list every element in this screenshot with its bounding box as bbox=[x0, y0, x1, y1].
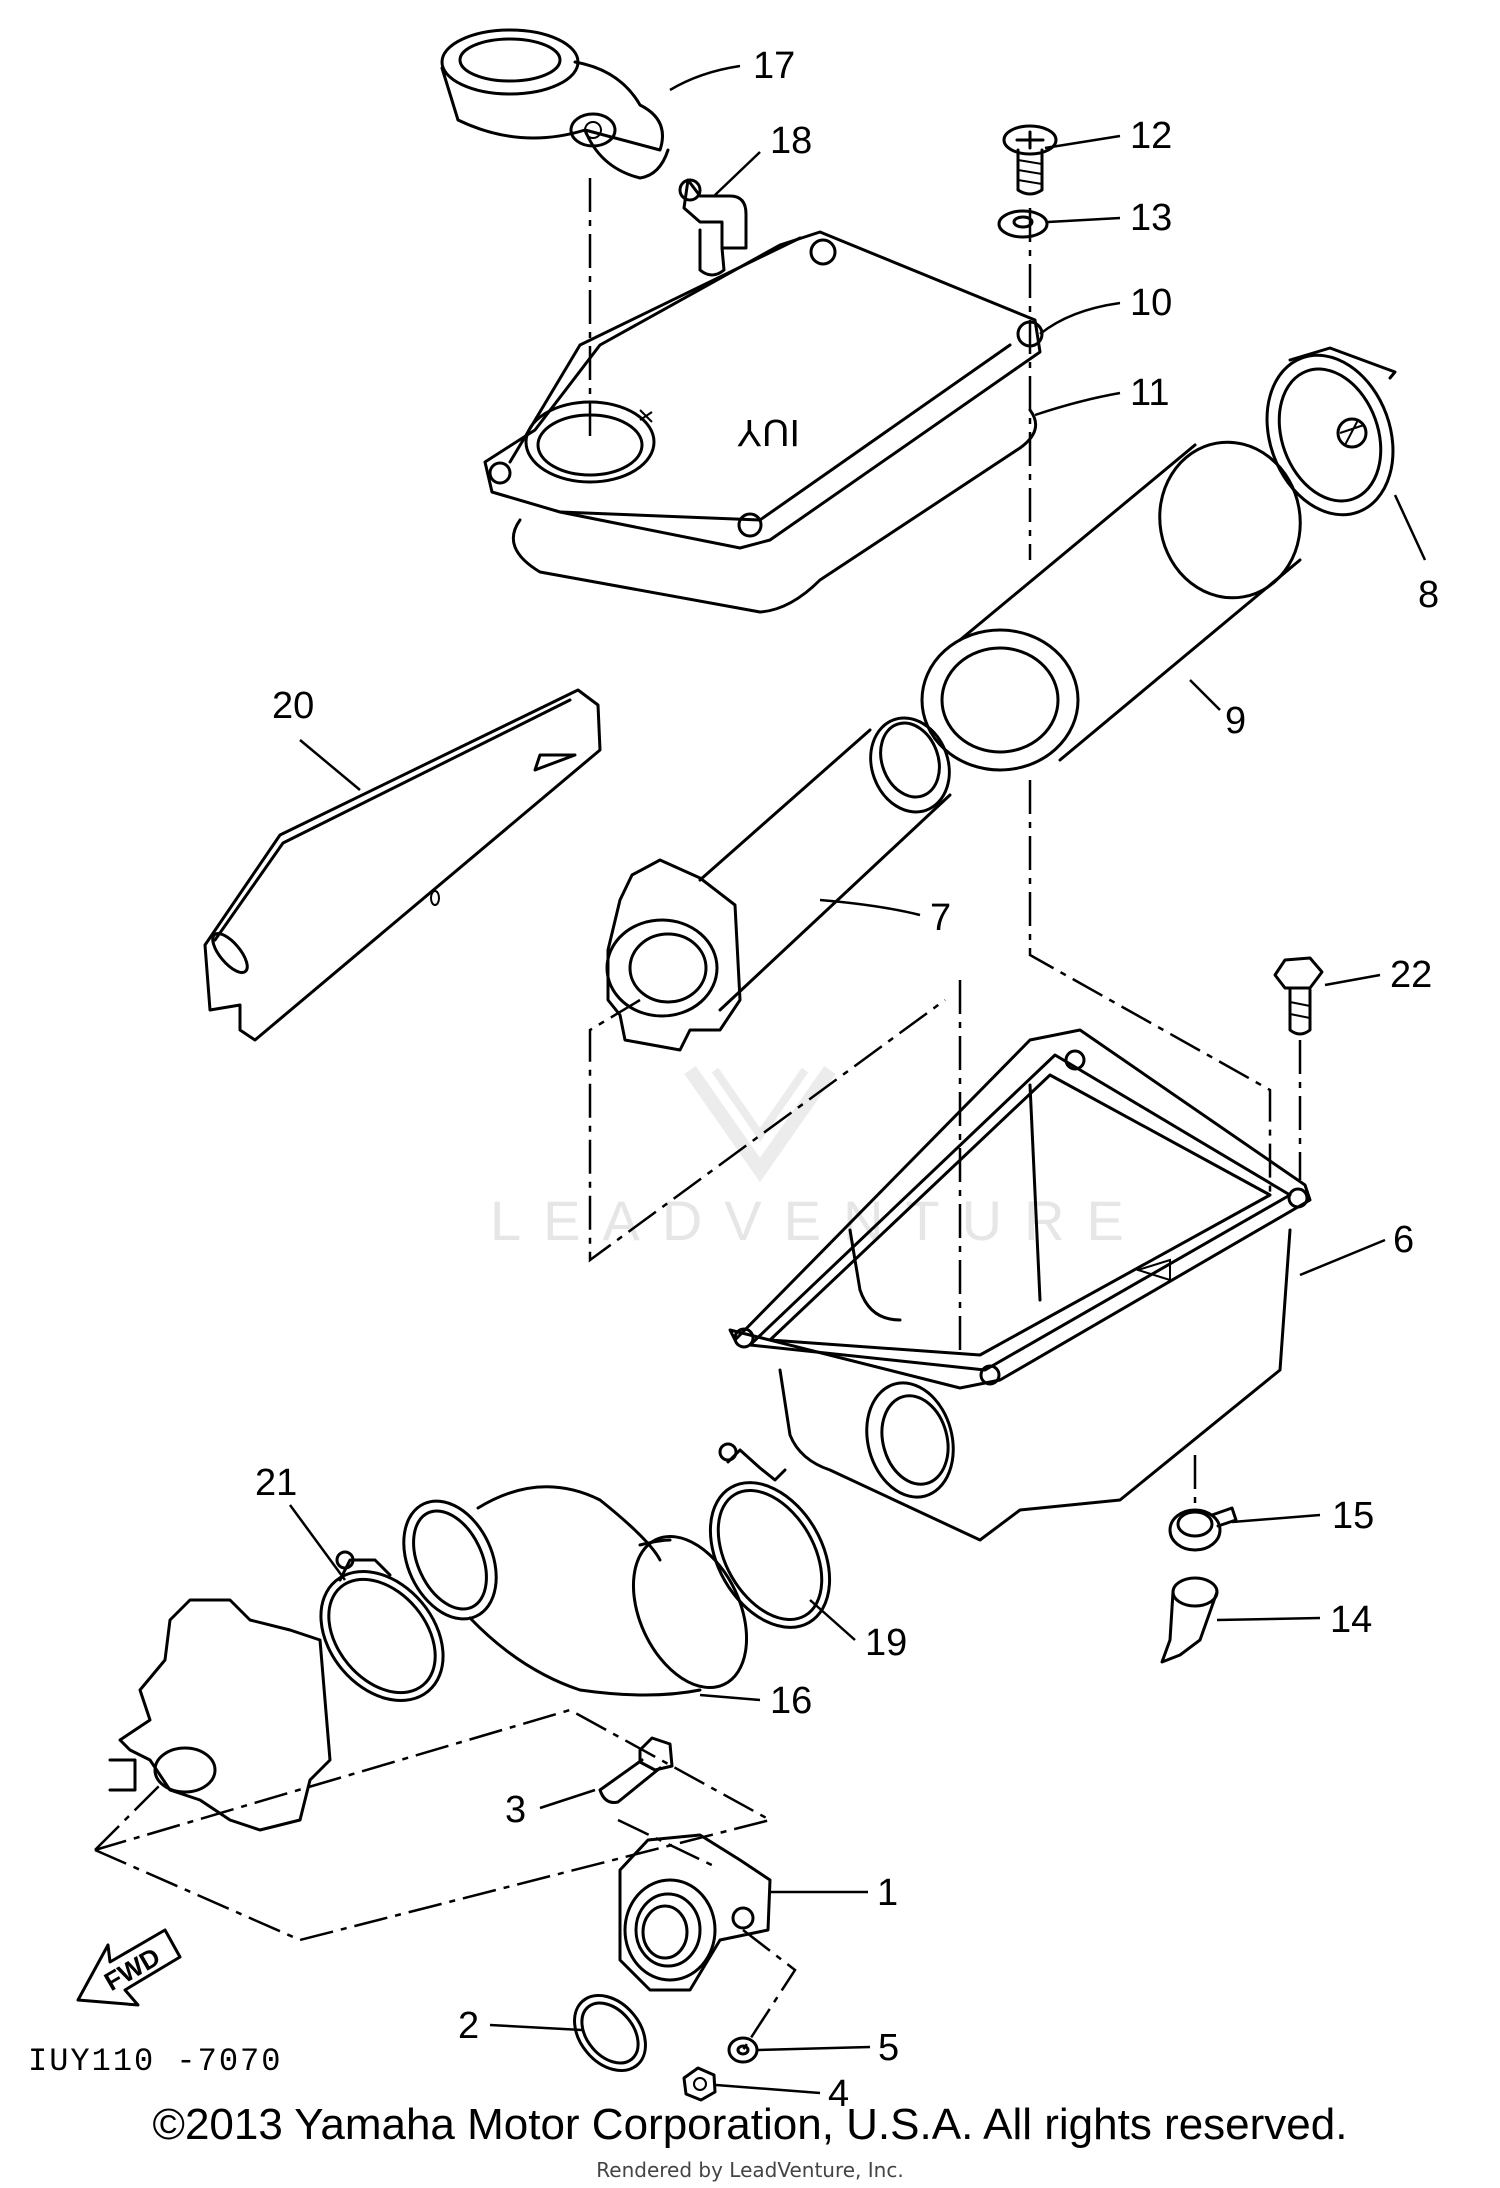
copyright-notice: ©2013 Yamaha Motor Corporation, U.S.A. A… bbox=[152, 2100, 1348, 2149]
callout-14: 14 bbox=[1330, 1599, 1372, 1641]
callout-8: 8 bbox=[1418, 574, 1439, 616]
part-12-screw bbox=[1002, 124, 1058, 196]
callout-5: 5 bbox=[878, 2027, 899, 2069]
part-20-side-panel bbox=[203, 688, 602, 1042]
part-18-elbow-fitting bbox=[678, 178, 748, 277]
part-22-bolt bbox=[1273, 956, 1324, 1036]
callout-6: 6 bbox=[1393, 1219, 1414, 1261]
part-2-o-ring bbox=[573, 1993, 647, 2073]
callout-4: 4 bbox=[828, 2073, 849, 2115]
part-16-air-filter-joint bbox=[402, 1485, 749, 1697]
callout-9: 9 bbox=[1225, 700, 1246, 742]
part-4-nut bbox=[682, 2066, 717, 2102]
part-7-filter-frame bbox=[605, 716, 952, 1052]
assembly-lines bbox=[94, 178, 1302, 2051]
rendered-by-notice: Rendered by LeadVenture, Inc. bbox=[596, 2158, 904, 2182]
callout-22: 22 bbox=[1390, 954, 1432, 996]
callout-13: 13 bbox=[1130, 197, 1172, 239]
watermark-text: LEADVENTURE bbox=[490, 1189, 1146, 1252]
part-11-gasket bbox=[511, 408, 1038, 614]
part-10-air-box-cap: IUY bbox=[483, 230, 1044, 550]
callout-15: 15 bbox=[1332, 1495, 1374, 1537]
callout-1: 1 bbox=[877, 1872, 898, 1914]
part-8-end-cap bbox=[1265, 346, 1397, 517]
part-17-intake-duct bbox=[440, 28, 670, 180]
drawing-code: IUY110 -7070 bbox=[28, 2043, 283, 2080]
part-15-clip bbox=[1168, 1506, 1238, 1552]
carburetor-outline bbox=[108, 1598, 332, 1832]
part-14-drain-cap bbox=[1160, 1576, 1219, 1664]
callout-7: 7 bbox=[930, 897, 951, 939]
part-3-bolt bbox=[598, 1736, 674, 1804]
callout-20: 20 bbox=[272, 685, 314, 727]
part-1-joint bbox=[618, 1833, 772, 1992]
callout-3: 3 bbox=[505, 1789, 526, 1831]
part-21-hose-band bbox=[319, 1550, 445, 1702]
callout-16: 16 bbox=[770, 1680, 812, 1722]
callout-2: 2 bbox=[458, 2005, 479, 2047]
part-5-washer bbox=[727, 2036, 759, 2064]
callout-10: 10 bbox=[1130, 282, 1172, 324]
callout-11: 11 bbox=[1130, 372, 1169, 414]
part-6-air-box-case bbox=[728, 1028, 1312, 1542]
lid-marking: IUY bbox=[737, 411, 800, 453]
watermark: LEADVENTURE bbox=[490, 1065, 1146, 1252]
callout-18: 18 bbox=[770, 120, 812, 162]
fwd-arrow: FWD bbox=[76, 1928, 182, 2007]
callout-17: 17 bbox=[753, 45, 795, 87]
callouts: 17 18 12 13 10 11 8 9 20 7 22 6 15 14 21… bbox=[255, 45, 1439, 2115]
callout-12: 12 bbox=[1130, 115, 1172, 157]
part-9-filter-element bbox=[920, 440, 1302, 772]
callout-21: 21 bbox=[255, 1462, 297, 1504]
part-19-hose-band bbox=[708, 1442, 832, 1629]
part-13-washer bbox=[997, 209, 1049, 239]
callout-19: 19 bbox=[865, 1622, 907, 1664]
